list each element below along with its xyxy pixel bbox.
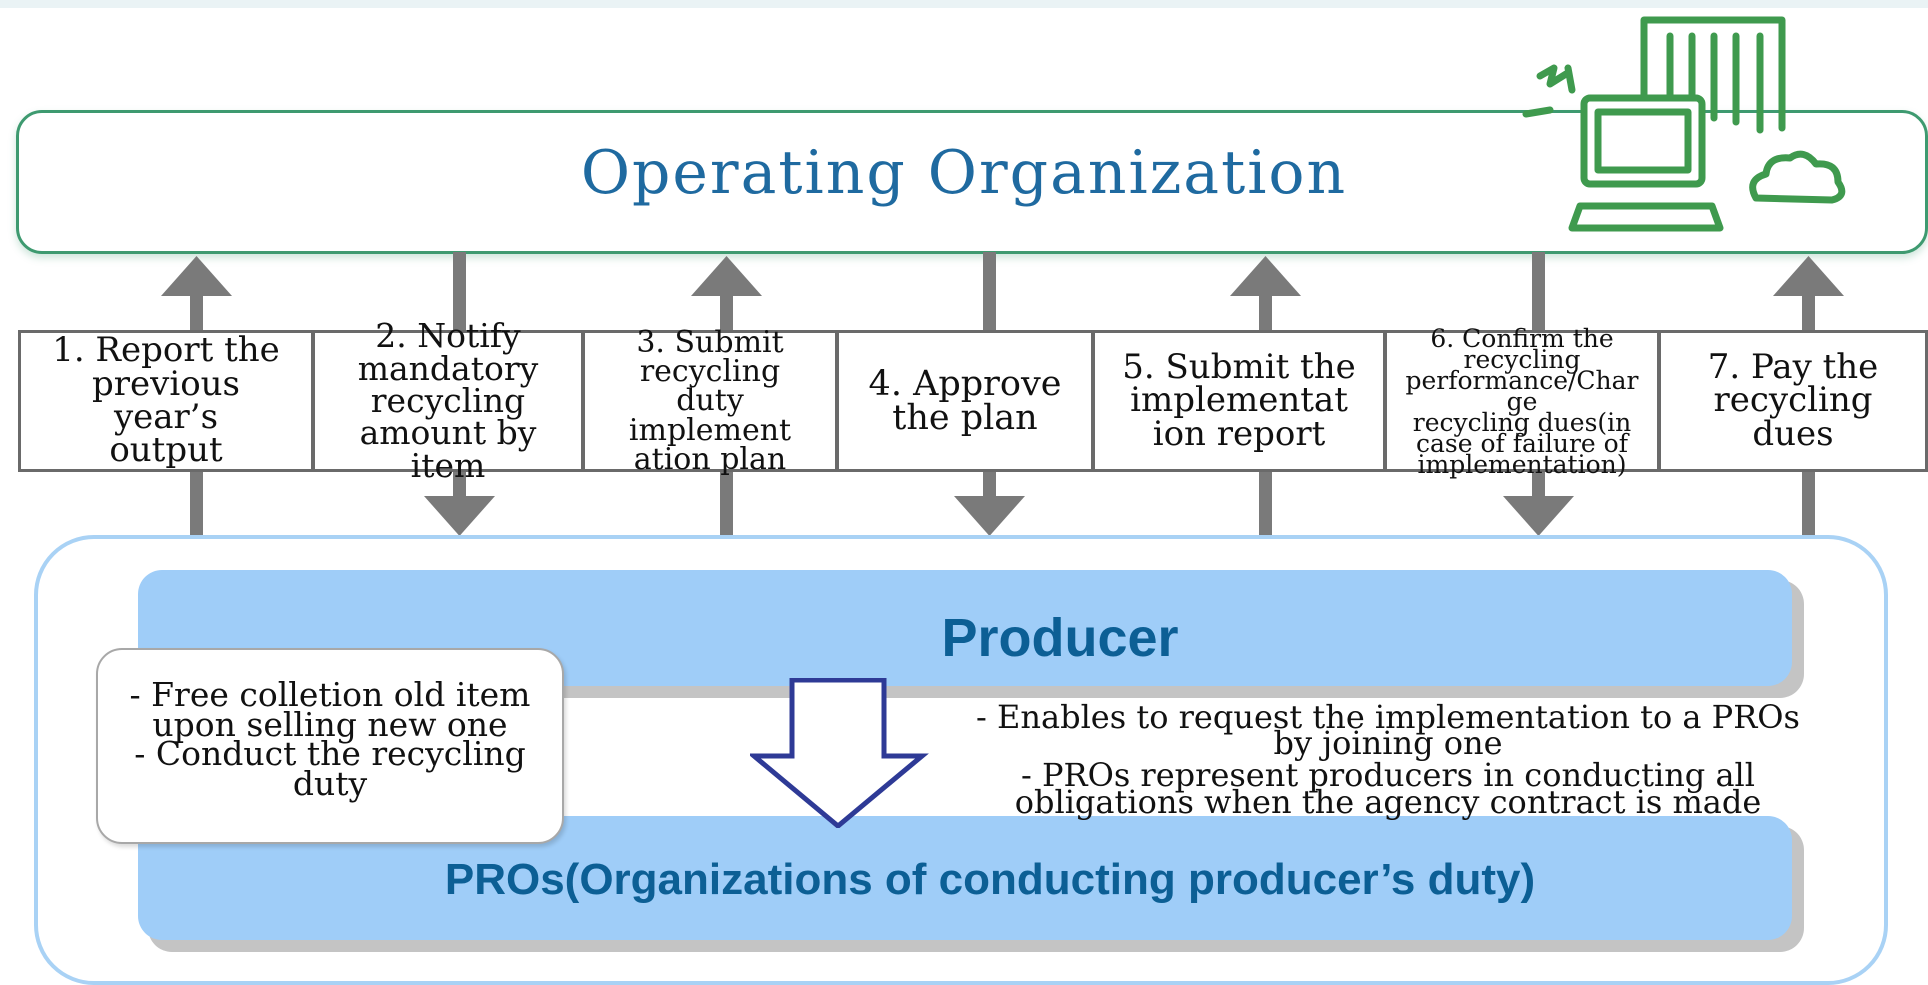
step-7-label: 7. Pay the recycling dues	[1707, 347, 1879, 454]
arrow-up-3	[691, 256, 762, 296]
arrow-up-1	[161, 256, 232, 296]
step-3-label: 3. Submit recycling duty implement ation…	[628, 324, 792, 478]
step-7-box: 7. Pay the recycling dues	[1658, 330, 1928, 472]
step-4-box: 4. Approve the plan	[836, 330, 1094, 472]
pros-note-line-3: - PROs represent producers in conducting…	[1020, 756, 1755, 795]
pros-note-box	[938, 698, 1838, 812]
operating-organization-title: Operating Organization	[580, 138, 1348, 208]
arrow-down-4	[954, 496, 1025, 536]
producer-note-line-2: upon selling new one	[152, 704, 508, 744]
step-6-label: 6. Confirm the recycling performance/Cha…	[1405, 323, 1639, 479]
top-band	[0, 0, 1928, 8]
arrow-up-7	[1773, 256, 1844, 296]
producer-title: Producer	[941, 608, 1179, 668]
step-3-box: 3. Submit recycling duty implement ation…	[582, 324, 838, 478]
pros-note: - Enables to request the implementation …	[938, 698, 1838, 821]
pros-note-line-2: by joining one	[1273, 724, 1503, 763]
step-6-box: 6. Confirm the recycling performance/Cha…	[1384, 323, 1660, 479]
pros-note-line-1: - Enables to request the implementation …	[976, 698, 1800, 736]
step-2-box: 2. Notify mandatory recycling amount by …	[312, 319, 584, 481]
step-5-label: 5. Submit the implementat ion report	[1122, 347, 1356, 454]
producer-note-box	[96, 648, 564, 844]
producer-note-line-3: - Conduct the recycling	[134, 734, 526, 774]
arrow-down-6	[1503, 496, 1574, 536]
step-4-label: 4. Approve the plan	[868, 363, 1062, 438]
arrow-down-2	[424, 496, 495, 536]
pros-note-line-4: obligations when the agency contract is …	[1014, 782, 1762, 821]
arrow-up-5	[1230, 256, 1301, 296]
step-2-label: 2. Notify mandatory recycling amount by …	[357, 316, 539, 485]
producer-note-line-1: - Free colletion old item	[129, 675, 531, 714]
producer-note-line-4: duty	[292, 764, 368, 804]
producer-note: - Free colletion old item upon selling n…	[96, 675, 564, 804]
step-5-box: 5. Submit the implementat ion report	[1092, 330, 1386, 472]
pros-title: PROs(Organizations of conducting produce…	[444, 855, 1536, 904]
down-arrow-icon	[750, 678, 929, 828]
step-1-label: 1. Report the previous year’s output	[52, 330, 280, 471]
step-1-box: 1. Report the previous year’s output	[18, 330, 314, 472]
computer-icon	[1522, 16, 1846, 232]
